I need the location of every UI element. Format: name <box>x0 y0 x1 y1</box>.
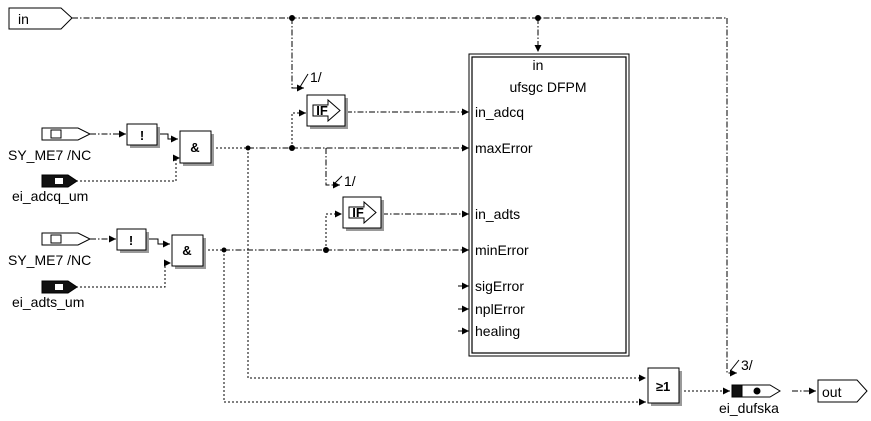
outport-out-label: out <box>822 384 842 400</box>
if1-sequence-label: 1/ <box>310 69 322 85</box>
connections <box>72 15 816 406</box>
if2-sequence-label: 1/ <box>344 173 356 189</box>
if-block-2[interactable]: IF <box>342 196 384 231</box>
ei-dufska-message[interactable] <box>731 384 781 398</box>
wire <box>76 259 171 288</box>
ei-adts-um-message[interactable] <box>41 280 78 294</box>
port-nplError: nplError <box>475 301 525 317</box>
port-in_adts: in_adts <box>475 206 520 222</box>
in-to-if1-seq <box>291 18 304 92</box>
message-icon <box>55 284 63 290</box>
to-or-1 <box>247 148 646 382</box>
if-label-1: IF <box>316 103 328 118</box>
port-minError: minError <box>475 242 529 258</box>
ufsgc-title: ufsgc DFPM <box>509 79 586 95</box>
to-if2 <box>325 210 342 250</box>
sy-me7-nc-message-2[interactable] <box>41 232 92 246</box>
or-block[interactable]: ≥1 <box>647 367 682 406</box>
message-icon <box>50 129 62 139</box>
out-sequence-label: 3/ <box>741 357 753 373</box>
ufsgc-dfpm-block[interactable]: in ufsgc DFPM in_adcq maxError in_adts m… <box>468 53 630 357</box>
if-arrow-icon <box>348 200 377 225</box>
to-or-2 <box>223 250 646 406</box>
if-arrow-icon <box>312 98 341 123</box>
wire <box>146 238 170 248</box>
inport-in-label: in <box>18 11 29 27</box>
not-block-2[interactable]: ! <box>116 228 149 253</box>
or-label: ≥1 <box>656 379 670 394</box>
message-icon <box>50 234 62 244</box>
and-label-2: & <box>182 243 191 258</box>
sy-me7-nc-label-1: SY_ME7 /NC <box>8 147 91 163</box>
if-label-2: IF <box>352 205 364 220</box>
not-block-1[interactable]: ! <box>126 123 160 148</box>
message-icon <box>55 178 63 184</box>
and-block-1[interactable]: & <box>179 130 214 166</box>
if-block-1[interactable]: IF <box>306 94 348 129</box>
wire <box>157 133 178 143</box>
and-block-2[interactable]: & <box>171 234 206 269</box>
sy-me7-nc-message-1[interactable] <box>41 127 92 141</box>
port-in_adcq: in_adcq <box>475 104 524 120</box>
ei-adts-um-label: ei_adts_um <box>12 294 84 310</box>
port-maxError: maxError <box>475 140 533 156</box>
to-if1 <box>291 109 306 148</box>
not-label-1: ! <box>140 128 144 143</box>
port-healing: healing <box>475 323 520 339</box>
ei-dufska-label: ei_dufska <box>719 400 779 416</box>
sequence-tick <box>730 359 740 371</box>
wire <box>76 154 180 182</box>
port-sigError: sigError <box>475 278 524 294</box>
in-to-out-seq <box>726 18 737 377</box>
sequence-tick <box>333 175 343 185</box>
ei-adcq-um-label: ei_adcq_um <box>12 188 88 204</box>
sequence-tick <box>299 73 309 88</box>
sy-me7-nc-label-2: SY_ME7 /NC <box>8 252 91 268</box>
outport-out[interactable]: out <box>817 379 868 403</box>
ei-adcq-um-message[interactable] <box>41 174 78 188</box>
ufsgc-top-port-label: in <box>533 57 544 73</box>
message-dot-icon <box>753 387 761 395</box>
inport-in[interactable]: in <box>8 7 73 30</box>
and-label-1: & <box>190 140 199 155</box>
to-if2-seq <box>325 148 340 189</box>
not-label-2: ! <box>129 233 133 248</box>
